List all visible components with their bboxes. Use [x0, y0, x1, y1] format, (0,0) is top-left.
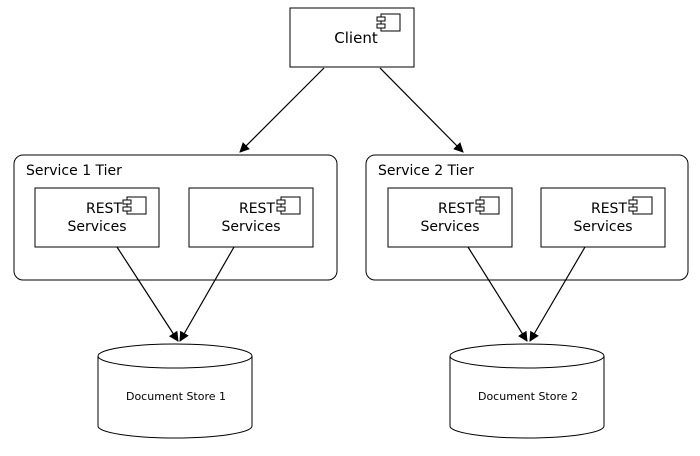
service-label-line1: REST — [86, 201, 122, 217]
tier-title: Service 2 Tier — [378, 163, 474, 179]
service-label-line1: REST — [438, 201, 474, 217]
rest-services-node: REST Services — [387, 187, 513, 248]
service-label-line2: Services — [67, 219, 126, 235]
client-label: Client — [334, 29, 378, 47]
arrow-client-to-tier-2 — [379, 67, 464, 153]
rest-services-node: REST Services — [188, 187, 314, 248]
arrow-client-to-tier-1 — [239, 67, 325, 153]
arrow-service-to-store-2 — [529, 246, 586, 342]
service-label-line2: Services — [573, 219, 632, 235]
component-icon — [628, 196, 653, 215]
arrow-service-to-store-2 — [467, 246, 528, 342]
client-node: Client — [289, 7, 415, 68]
component-icon — [376, 13, 401, 32]
service-tier-2: Service 2 Tier REST Services REST Servic… — [365, 154, 689, 281]
service-label-line2: Services — [420, 219, 479, 235]
service-label-line1: REST — [591, 201, 627, 217]
service-label-line2: Services — [221, 219, 280, 235]
arrow-service-to-store-1 — [179, 246, 235, 342]
document-store-2: Document Store 2 — [449, 343, 605, 439]
arrow-service-to-store-1 — [116, 246, 179, 342]
tier-title: Service 1 Tier — [26, 163, 122, 179]
document-store-1: Document Store 1 — [97, 343, 253, 439]
component-icon — [276, 196, 301, 215]
component-icon — [122, 196, 147, 215]
service-label-line1: REST — [239, 201, 275, 217]
component-icon — [475, 196, 500, 215]
service-tier-1: Service 1 Tier REST Services REST Servic… — [13, 154, 338, 281]
rest-services-node: REST Services — [540, 187, 666, 248]
store-label: Document Store 2 — [478, 390, 578, 403]
store-label: Document Store 1 — [126, 390, 226, 403]
rest-services-node: REST Services — [34, 187, 160, 248]
